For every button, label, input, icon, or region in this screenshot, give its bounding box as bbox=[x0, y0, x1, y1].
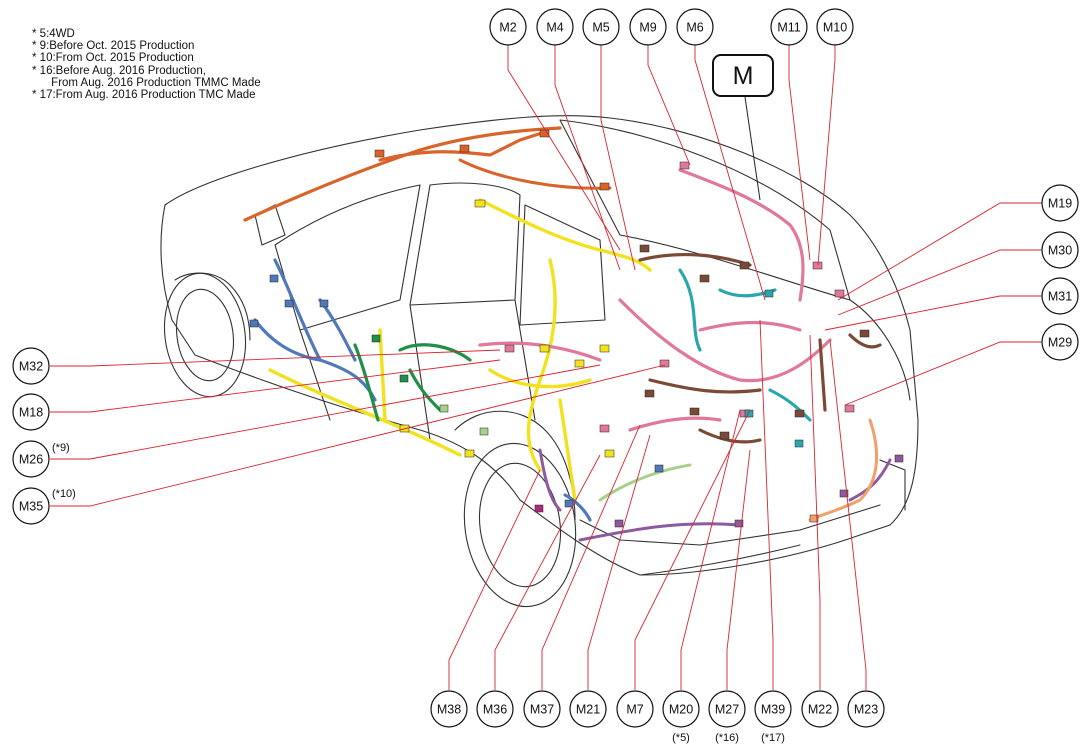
connector-note: (*9) bbox=[52, 442, 70, 454]
connector-callouts-left: M32 M18 M26 (*9) M35 (*10) bbox=[12, 347, 76, 525]
connector-callout-m2[interactable]: M2 bbox=[489, 8, 527, 46]
connector-label: M39 bbox=[761, 703, 785, 717]
connector-label: M36 bbox=[483, 703, 507, 717]
connector-label: M38 bbox=[437, 703, 461, 717]
connector-callout-m36[interactable]: M36 bbox=[476, 690, 514, 728]
connector-callout-m11[interactable]: M11 bbox=[770, 8, 808, 46]
connector-label: M27 bbox=[715, 703, 739, 717]
connector-label: M11 bbox=[777, 21, 800, 35]
vehicle-outline bbox=[160, 115, 919, 608]
connector-callout-m6[interactable]: M6 bbox=[676, 8, 714, 46]
connector-label: M26 bbox=[19, 453, 43, 467]
connector-label: M29 bbox=[1048, 336, 1072, 350]
connector-label: M7 bbox=[626, 703, 643, 717]
connector-callout-m7[interactable]: M7 bbox=[616, 690, 654, 728]
connector-note: (*17) bbox=[761, 732, 785, 744]
connector-label: M32 bbox=[19, 360, 43, 374]
connector-callouts-right: M19 M30 M31 M29 bbox=[1041, 184, 1079, 361]
connector-label: M35 bbox=[19, 500, 43, 514]
connector-note: (*5) bbox=[672, 732, 690, 744]
connector-callout-m39[interactable]: M39 bbox=[754, 690, 792, 728]
connector-callout-m20[interactable]: M20 bbox=[662, 690, 700, 728]
connector-label: M6 bbox=[686, 21, 703, 35]
connector-callout-m37[interactable]: M37 bbox=[523, 690, 561, 728]
connector-label: M9 bbox=[639, 21, 656, 35]
connector-callout-m22[interactable]: M22 bbox=[801, 690, 839, 728]
connector-label: M22 bbox=[808, 703, 832, 717]
footnote-line: * 17:From Aug. 2016 Production TMC Made bbox=[32, 89, 256, 102]
connector-label: M19 bbox=[1048, 197, 1072, 211]
connector-callout-m5[interactable]: M5 bbox=[582, 8, 620, 46]
connector-label: M37 bbox=[530, 703, 554, 717]
connector-callout-m26[interactable]: M26 bbox=[12, 440, 50, 478]
connector-label: M10 bbox=[823, 21, 847, 35]
footnote-line: * 5:4WD bbox=[32, 28, 75, 40]
connector-callouts-bottom: M38 M36 M37 M21 M7 M20 (*5) M27 (*16) bbox=[430, 690, 885, 744]
connector-callout-m32[interactable]: M32 bbox=[12, 347, 50, 385]
leader-lines bbox=[50, 45, 1042, 690]
connector-label: M4 bbox=[546, 21, 563, 35]
connector-note: (*10) bbox=[52, 488, 76, 500]
connector-label: M20 bbox=[669, 703, 693, 717]
connector-callouts-top: M2 M4 M5 M9 M6 M11 M10 bbox=[489, 8, 854, 46]
footnote-line: * 16:Before Aug. 2016 Production, bbox=[32, 64, 206, 77]
connector-callout-m23[interactable]: M23 bbox=[847, 690, 885, 728]
connector-callout-m38[interactable]: M38 bbox=[430, 690, 468, 728]
connector-callout-m19[interactable]: M19 bbox=[1041, 184, 1079, 222]
connector-callout-m10[interactable]: M10 bbox=[816, 8, 854, 46]
connector-label: M23 bbox=[854, 703, 878, 717]
connector-label: M31 bbox=[1048, 290, 1072, 304]
connector-callout-m27[interactable]: M27 bbox=[708, 690, 746, 728]
main-harness-label: M bbox=[712, 54, 774, 201]
connector-label: M18 bbox=[19, 406, 43, 420]
main-label-text: M bbox=[733, 62, 754, 90]
footnote-line: * 9:Before Oct. 2015 Production bbox=[32, 40, 195, 53]
footnote-line: * 10:From Oct. 2015 Production bbox=[32, 52, 194, 65]
wire-harness bbox=[243, 126, 892, 542]
footnote-line: From Aug. 2016 Production TMMC Made bbox=[32, 76, 261, 89]
connector-callout-m21[interactable]: M21 bbox=[569, 690, 607, 728]
connector-callout-m29[interactable]: M29 bbox=[1041, 323, 1079, 361]
connector-callout-m31[interactable]: M31 bbox=[1041, 277, 1079, 315]
connector-callout-m18[interactable]: M18 bbox=[12, 393, 50, 431]
footnote-legend: * 5:4WD * 9:Before Oct. 2015 Production … bbox=[32, 28, 261, 101]
connector-label: M2 bbox=[499, 21, 516, 35]
connector-label: M21 bbox=[576, 703, 600, 717]
connector-blocks bbox=[249, 129, 904, 528]
connector-callout-m35[interactable]: M35 bbox=[12, 487, 50, 525]
connector-label: M30 bbox=[1048, 244, 1072, 258]
connector-callout-m4[interactable]: M4 bbox=[536, 8, 574, 46]
connector-callout-m30[interactable]: M30 bbox=[1041, 231, 1079, 269]
connector-note: (*16) bbox=[715, 732, 739, 744]
connector-label: M5 bbox=[592, 21, 609, 35]
connector-callout-m9[interactable]: M9 bbox=[629, 8, 667, 46]
